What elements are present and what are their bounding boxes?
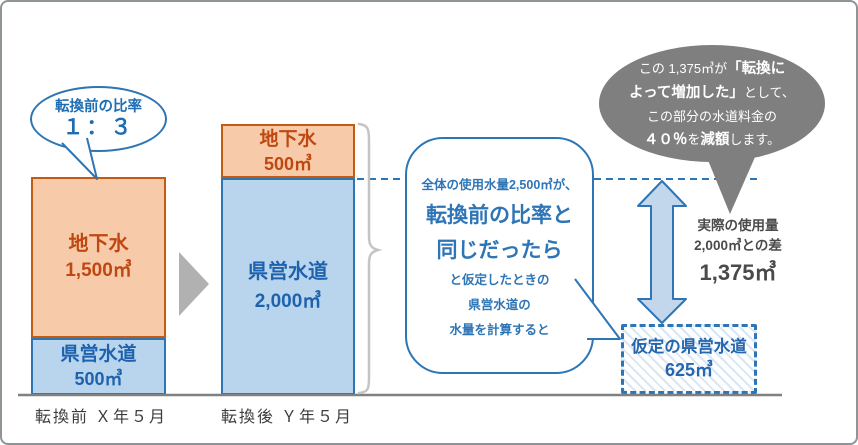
hypothetical-box-value: 625㎥ bbox=[664, 360, 714, 380]
calc-bubble-line2: 転換前の比率と bbox=[426, 203, 573, 227]
hypothetical-prefectural-box: 仮定の県営水道 625㎥ bbox=[621, 324, 757, 394]
calc-bubble-line3: 同じだったら bbox=[436, 238, 563, 262]
bar-before-groundwater-value: 1,500㎥ bbox=[65, 260, 132, 281]
bar-after-prefectural-value: 2,000㎥ bbox=[254, 290, 322, 312]
discount-speech-bubble: この 1,375㎥が「転換に よって増加した」として、 この部分の水道料金の ４… bbox=[599, 45, 825, 162]
ratio-bubble-value: １：３ bbox=[62, 116, 135, 139]
bar-after-prefectural-name: 県営水道 bbox=[248, 260, 328, 283]
discount-line2-normal: として、 bbox=[743, 85, 795, 100]
bar-before-prefectural-name: 県営水道 bbox=[60, 344, 137, 365]
difference-line2: 2,000㎥との差 bbox=[694, 238, 782, 253]
bar-after-prefectural: 県営水道 2,000㎥ bbox=[221, 178, 355, 395]
ratio-speech-bubble: 転換前の比率 １：３ bbox=[30, 86, 167, 152]
calculation-speech-bubble: 全体の使用水量2,500㎥が、 転換前の比率と 同じだったら と仮定したときの … bbox=[405, 137, 594, 374]
difference-text-block: 実際の使用量 2,000㎥との差 1,375㎥ bbox=[679, 216, 797, 288]
discount-bubble-line1: この 1,375㎥が「転換に bbox=[639, 57, 785, 81]
bar-after-groundwater: 地下水 500㎥ bbox=[221, 124, 355, 178]
discount-line4-bold2: 減額 bbox=[700, 132, 730, 148]
curly-brace-icon bbox=[357, 122, 383, 395]
axis-label-after: 転換後 Ｙ年５月 bbox=[221, 409, 354, 426]
discount-line3-text: この部分の水道料金の bbox=[646, 109, 777, 124]
discount-line2-bold: よって増加した」 bbox=[629, 85, 744, 101]
difference-line1: 実際の使用量 bbox=[697, 218, 779, 233]
calc-bubble-line6: 水量を計算すると bbox=[449, 322, 550, 337]
discount-bubble-line4: ４０％を減額します。 bbox=[644, 128, 780, 152]
discount-line4-bold1: ４０％ bbox=[643, 132, 688, 148]
right-arrow-icon bbox=[179, 252, 209, 316]
bar-before-prefectural: 県営水道 500㎥ bbox=[31, 338, 166, 395]
difference-value: 1,375㎥ bbox=[699, 260, 777, 285]
axis-label-before: 転換前 Ｘ年５月 bbox=[35, 409, 168, 426]
calc-bubble-line4: と仮定したときの bbox=[449, 272, 550, 287]
calc-bubble-line5: 県営水道の bbox=[468, 297, 531, 312]
hypothetical-box-title: 仮定の県営水道 bbox=[631, 338, 747, 356]
discount-line1-bold: 「転換に bbox=[727, 61, 786, 77]
bar-before-prefectural-value: 500㎥ bbox=[74, 369, 123, 389]
discount-line4-normal2: します。 bbox=[729, 132, 781, 147]
calc-bubble-line1: 全体の使用水量2,500㎥が、 bbox=[421, 177, 578, 192]
discount-bubble-line2: よって増加した」として、 bbox=[629, 81, 795, 105]
bar-before-groundwater-name: 地下水 bbox=[68, 233, 129, 255]
discount-bubble-line3: この部分の水道料金の bbox=[647, 105, 777, 128]
discount-line1-normal: この 1,375㎥が bbox=[638, 61, 728, 76]
bar-before-groundwater: 地下水 1,500㎥ bbox=[31, 177, 166, 338]
ratio-bubble-title: 転換前の比率 bbox=[55, 99, 142, 115]
bar-after-groundwater-value: 500㎥ bbox=[263, 153, 313, 174]
bar-after-groundwater-name: 地下水 bbox=[259, 128, 317, 150]
discount-line4-normal1: を bbox=[687, 132, 701, 147]
